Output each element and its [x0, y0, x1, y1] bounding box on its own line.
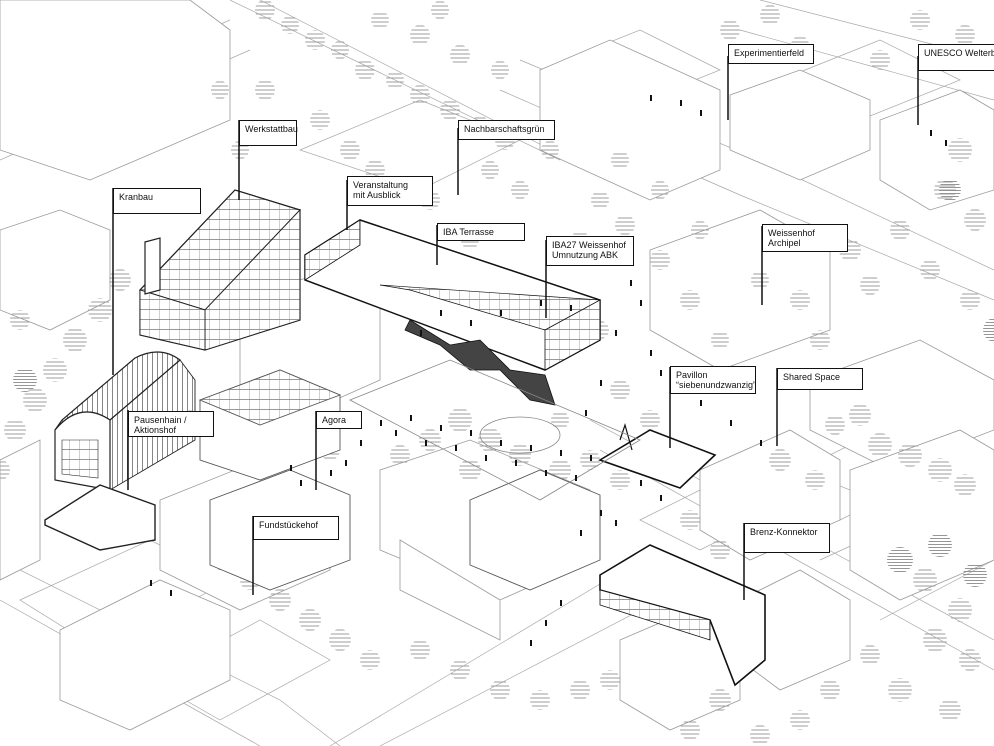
label-iba27-line1: IBA27 Weissenhof [552, 240, 626, 250]
label-weissenhof-archipel-line1: Weissenhof [768, 228, 815, 238]
label-pavillon-line2: “siebenundzwanzig” [676, 380, 757, 390]
label-weissenhof-archipel: Weissenhof Archipel [762, 224, 848, 252]
label-iba-terrasse-text: IBA Terrasse [443, 227, 494, 237]
label-pausenhain-line1: Pausenhain / [134, 415, 187, 425]
label-iba-terrasse: IBA Terrasse [437, 223, 525, 241]
label-shared-space: Shared Space [777, 368, 863, 390]
label-shared-space-text: Shared Space [783, 372, 841, 382]
label-fundstueckehof-text: Fundstückehof [259, 520, 319, 530]
label-nachbarschaftsgruen: Nachbarschaftsgrün [458, 120, 555, 140]
label-experimentierfeld: Experimentierfeld [728, 44, 814, 64]
label-brenz-konnektor-text: Brenz-Konnektor [750, 527, 818, 537]
label-weissenhof-archipel-line2: Archipel [768, 238, 801, 248]
label-nachbarschaftsgruen-text: Nachbarschaftsgrün [464, 124, 545, 134]
label-agora: Agora [316, 411, 362, 429]
aktionshof-block [44, 484, 156, 551]
label-werkstattbau: Werkstattbau [239, 120, 298, 146]
label-werkstattbau-text: Werkstattbau [245, 124, 298, 134]
label-kranbau: Kranbau [113, 188, 201, 214]
label-kranbau-text: Kranbau [119, 192, 154, 202]
label-unesco: UNESCO Welterbe [918, 44, 994, 71]
label-pausenhain: Pausenhain / Aktionshof [128, 411, 214, 437]
label-iba27: IBA27 Weissenhof Umnutzung ABK [546, 236, 634, 266]
label-iba27-line2: Umnutzung ABK [552, 250, 619, 260]
werkstattbau-building [138, 189, 302, 351]
label-veranstaltung-line1: Veranstaltung [353, 180, 409, 190]
label-pavillon: Pavillon “siebenundzwanzig” [670, 366, 756, 394]
pavillon-structure [598, 422, 717, 489]
label-agora-text: Agora [322, 415, 347, 425]
label-pavillon-line1: Pavillon [676, 370, 708, 380]
trees-dense [13, 179, 994, 587]
label-brenz-konnektor: Brenz-Konnektor [744, 523, 830, 553]
brenz-konnektor-building [599, 544, 766, 687]
iba27-building [304, 219, 602, 406]
label-pausenhain-line2: Aktionshof [134, 425, 177, 435]
label-experimentierfeld-text: Experimentierfeld [734, 48, 805, 58]
label-veranstaltung-line2: mit Ausblick [353, 190, 401, 200]
label-veranstaltung: Veranstaltung mit Ausblick [347, 176, 433, 206]
label-unesco-text: UNESCO Welterbe [924, 48, 994, 58]
plaza-outline [349, 359, 641, 501]
label-fundstueckehof: Fundstückehof [253, 516, 339, 540]
